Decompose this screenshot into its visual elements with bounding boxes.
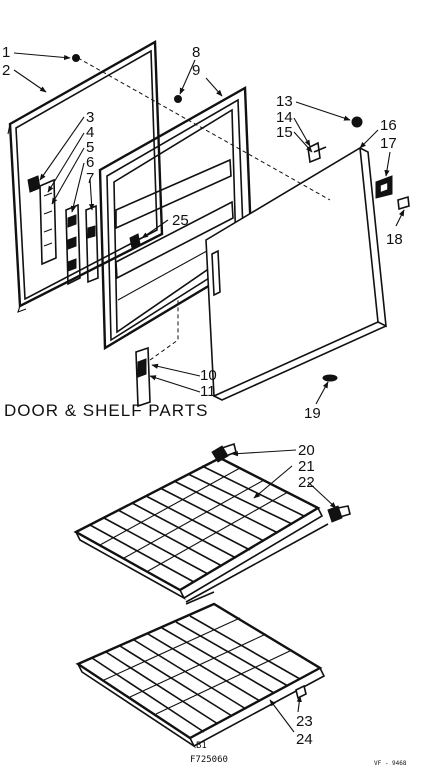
door-gasket bbox=[7, 39, 164, 313]
door-liner-strip bbox=[27, 175, 57, 266]
callout-10: 10 bbox=[200, 367, 217, 384]
callout-25: 25 bbox=[172, 212, 189, 229]
lower-wire-shelf bbox=[75, 591, 326, 749]
callout-24: 24 bbox=[296, 731, 313, 748]
callout-8: 8 bbox=[192, 44, 200, 61]
callout-3: 3 bbox=[86, 109, 94, 126]
callout-6: 6 bbox=[86, 154, 94, 171]
callout-11: 11 bbox=[200, 383, 216, 400]
callout-21: 21 bbox=[298, 458, 315, 475]
callout-19: 19 bbox=[304, 405, 321, 422]
drawing-code: VF - 9468 bbox=[374, 760, 407, 767]
callout-5: 5 bbox=[86, 139, 94, 156]
page-code: B1 bbox=[196, 741, 207, 751]
door-hinge-assembly bbox=[307, 116, 410, 211]
shelf-supports bbox=[211, 442, 351, 523]
door-stop-pieces bbox=[65, 203, 99, 286]
callout-14: 14 bbox=[276, 109, 293, 126]
callout-leaders bbox=[13, 52, 405, 733]
callout-4: 4 bbox=[86, 124, 94, 141]
screw-1 bbox=[72, 54, 80, 62]
section-title: DOOR & SHELF PARTS bbox=[4, 401, 208, 420]
callout-1: 1 bbox=[2, 44, 10, 61]
callout-15: 15 bbox=[276, 124, 293, 141]
callout-9: 9 bbox=[192, 62, 200, 79]
outer-door bbox=[77, 57, 387, 401]
callout-17: 17 bbox=[380, 135, 397, 152]
callout-7: 7 bbox=[86, 170, 94, 187]
callout-16: 16 bbox=[380, 117, 397, 134]
upper-wire-shelf bbox=[73, 456, 329, 603]
door-shelf-bar bbox=[135, 298, 179, 408]
callout-23: 23 bbox=[296, 713, 313, 730]
callout-numbers: 1 2 3 4 5 6 7 8 9 10 11 13 14 15 16 17 1… bbox=[2, 44, 403, 748]
callout-2: 2 bbox=[2, 62, 10, 79]
model-code: F725060 bbox=[190, 755, 228, 765]
callout-13: 13 bbox=[276, 93, 293, 110]
callout-22: 22 bbox=[298, 474, 315, 491]
callout-20: 20 bbox=[298, 442, 315, 459]
callout-18: 18 bbox=[386, 231, 403, 248]
